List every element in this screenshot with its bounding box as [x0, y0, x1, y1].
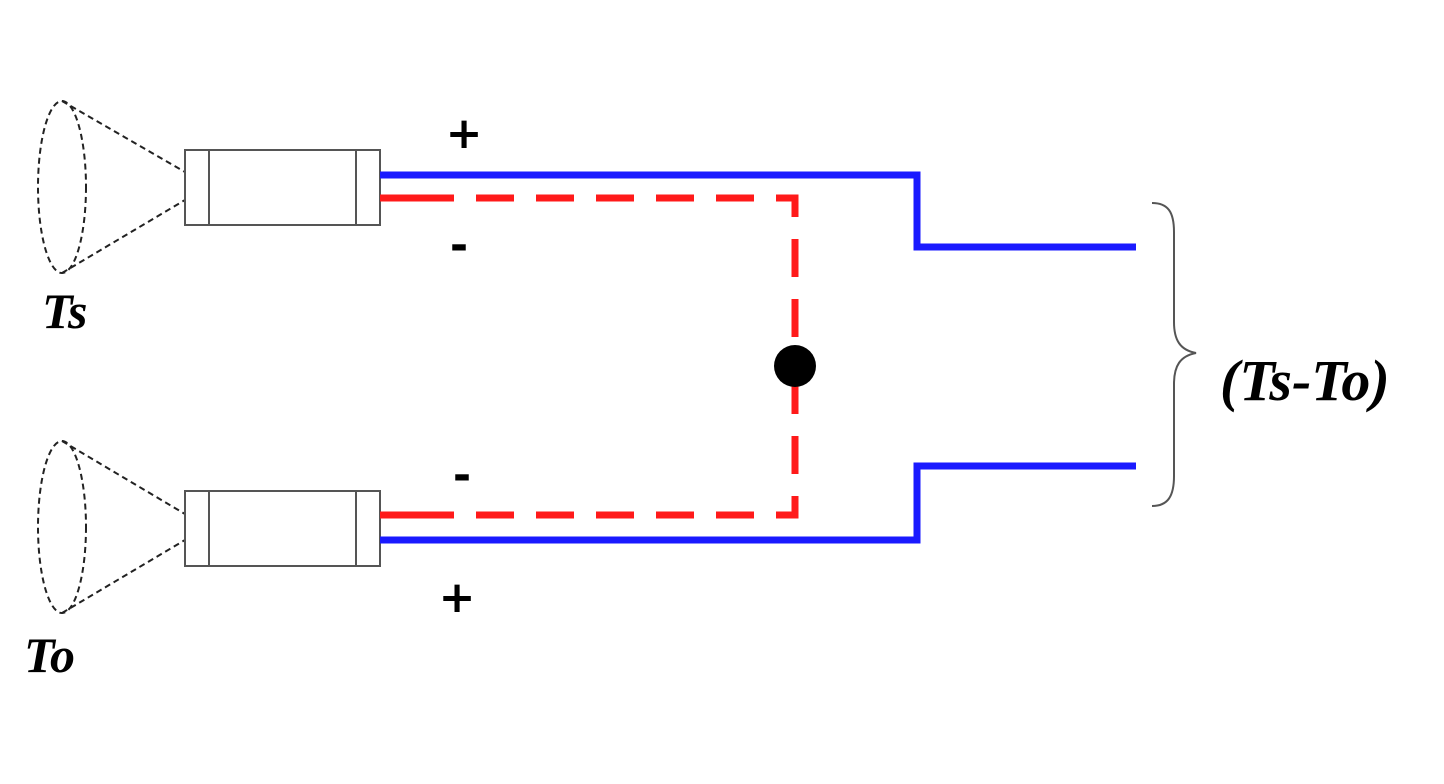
top-sensor-label: Ts — [42, 283, 87, 339]
top-positive-wire — [380, 171, 1136, 251]
top-negative-wire — [416, 194, 799, 366]
output-label: (Ts-To) — [1220, 348, 1390, 413]
bottom-sensor-label: To — [24, 627, 75, 683]
bottom-sensor-body — [184, 490, 381, 567]
top-minus-sign: - — [450, 220, 468, 271]
bottom-minus-sign: - — [453, 450, 471, 501]
junction-dot — [774, 345, 816, 387]
top-sensor-cone — [37, 100, 186, 274]
bottom-sensor-cone — [37, 440, 186, 614]
top-plus-sign: + — [446, 108, 483, 159]
bottom-positive-wire — [380, 462, 1136, 544]
bottom-negative-wire — [416, 366, 799, 519]
top-sensor-body — [184, 149, 381, 226]
bottom-plus-sign: + — [439, 572, 476, 623]
output-brace — [1151, 202, 1197, 507]
